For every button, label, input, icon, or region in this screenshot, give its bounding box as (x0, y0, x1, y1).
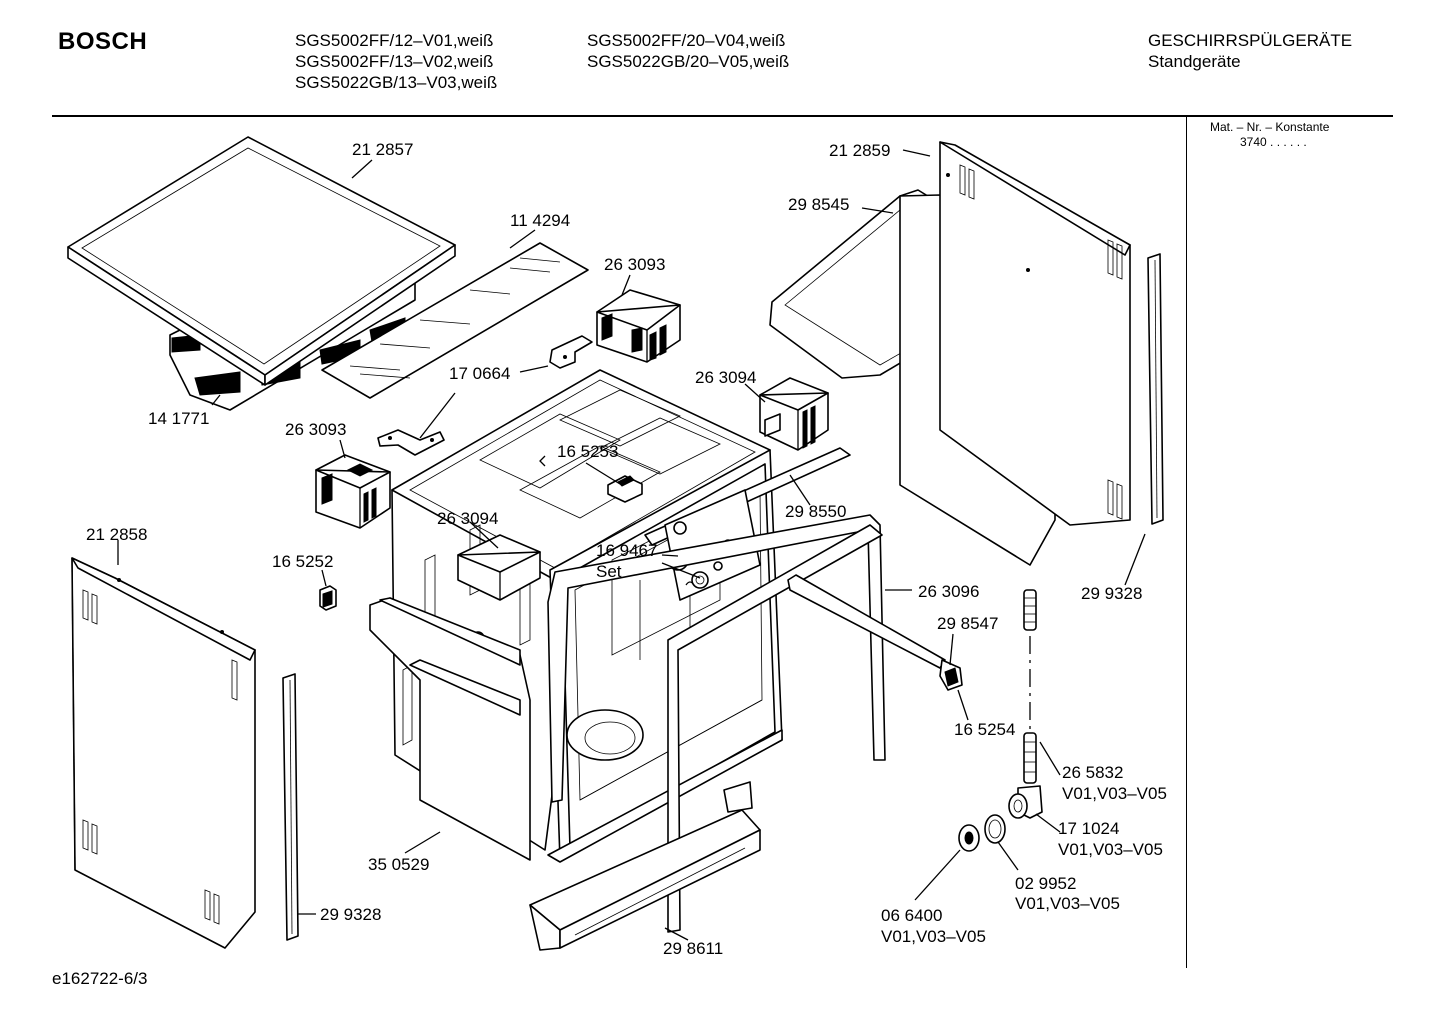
category-subtitle: Standgeräte (1148, 52, 1241, 71)
part-variant: V01,V03–V05 (1058, 840, 1163, 859)
part-label: 29 9328 (320, 905, 381, 924)
part-label: 26 3096 (918, 582, 979, 601)
small-clip (319, 585, 337, 611)
hinge-rod (787, 574, 963, 691)
part-label: 26 3093 (604, 255, 665, 274)
sealing-ring (984, 814, 1006, 844)
part-labels: 21 2857 11 4294 26 3093 14 1771 17 0664 … (86, 140, 1167, 958)
category-title: GESCHIRRSPÜLGERÄTE (1148, 31, 1353, 50)
door-seal (547, 514, 886, 933)
side-panel-right (899, 141, 1131, 566)
model-line: SGS5022GB/20–V05,weiß (587, 52, 790, 71)
part-label: 26 3094 (437, 509, 498, 528)
part-label: 16 5252 (272, 552, 333, 571)
part-label: 29 8547 (937, 614, 998, 633)
part-variant: V01,V03–V05 (881, 927, 986, 946)
part-label: 26 3094 (695, 368, 756, 387)
part-label: 16 5253 (557, 442, 618, 461)
front-panel (369, 597, 531, 861)
material-label: Mat. – Nr. – Konstante (1210, 120, 1330, 134)
part-label: 29 9328 (1081, 584, 1142, 603)
part-variant: V01,V03–V05 (1062, 784, 1167, 803)
header-divider (52, 115, 1393, 117)
arrow-mark (539, 455, 546, 467)
side-column-divider (1186, 116, 1187, 968)
part-label: 16 5254 (954, 720, 1015, 739)
part-label: 21 2859 (829, 141, 890, 160)
part-label: 29 8550 (785, 502, 846, 521)
part-label: 06 6400 (881, 906, 942, 925)
mounting-bracket-left (377, 429, 445, 456)
model-line: SGS5022GB/13–V03,weiß (295, 73, 498, 92)
insulation-mat (321, 242, 589, 399)
part-label: 16 9467 (596, 541, 657, 560)
brand-logo: BOSCH (58, 28, 148, 55)
leader-lines (117, 149, 1146, 941)
hose-lower (1023, 732, 1037, 784)
material-number-box: Mat. – Nr. – Konstante 3740 . . . . . . (1210, 120, 1329, 150)
part-label: 17 1024 (1058, 819, 1119, 838)
part-label: Set (596, 562, 622, 581)
part-label: 14 1771 (148, 409, 209, 428)
model-line: SGS5002FF/13–V02,weiß (295, 52, 494, 71)
part-label: 26 3093 (285, 420, 346, 439)
worktop-cover (67, 136, 456, 411)
part-label: 26 5832 (1062, 763, 1123, 782)
drawing-id: e162722-6/3 (52, 969, 148, 988)
part-label: 02 9952 (1015, 874, 1076, 893)
side-strip-right (1147, 253, 1164, 525)
part-label: 11 4294 (510, 211, 570, 230)
base-plinth (529, 781, 761, 951)
part-label: 29 8545 (788, 195, 849, 214)
model-line: SGS5002FF/20–V04,weiß (587, 31, 786, 50)
part-variant: V01,V03–V05 (1015, 894, 1120, 913)
hose-upper (1023, 589, 1037, 631)
model-line: SGS5002FF/12–V01,weiß (295, 31, 494, 50)
side-panel-left (71, 557, 256, 949)
clip-bracket-left (315, 454, 391, 529)
part-label: 29 8611 (663, 939, 723, 958)
part-label: 21 2857 (352, 140, 413, 159)
part-label: 21 2858 (86, 525, 147, 544)
model-list-left: SGS5002FF/12–V01,weiß SGS5002FF/13–V02,w… (295, 30, 497, 93)
category-block: GESCHIRRSPÜLGERÄTE Standgeräte (1148, 30, 1352, 72)
clip-bracket-top (596, 289, 681, 363)
clip-holder-middle (457, 534, 541, 645)
part-label: 17 0664 (449, 364, 510, 383)
adjustable-foot (1008, 785, 1043, 819)
clip-holder-top-right (759, 377, 829, 451)
material-value: 3740 . . . . . . (1240, 135, 1307, 149)
model-list-right: SGS5002FF/20–V04,weiß SGS5022GB/20–V05,w… (587, 30, 789, 72)
nut (958, 824, 980, 852)
mounting-bracket-small (549, 335, 593, 369)
part-label: 35 0529 (368, 855, 429, 874)
side-strip-left (282, 673, 299, 941)
